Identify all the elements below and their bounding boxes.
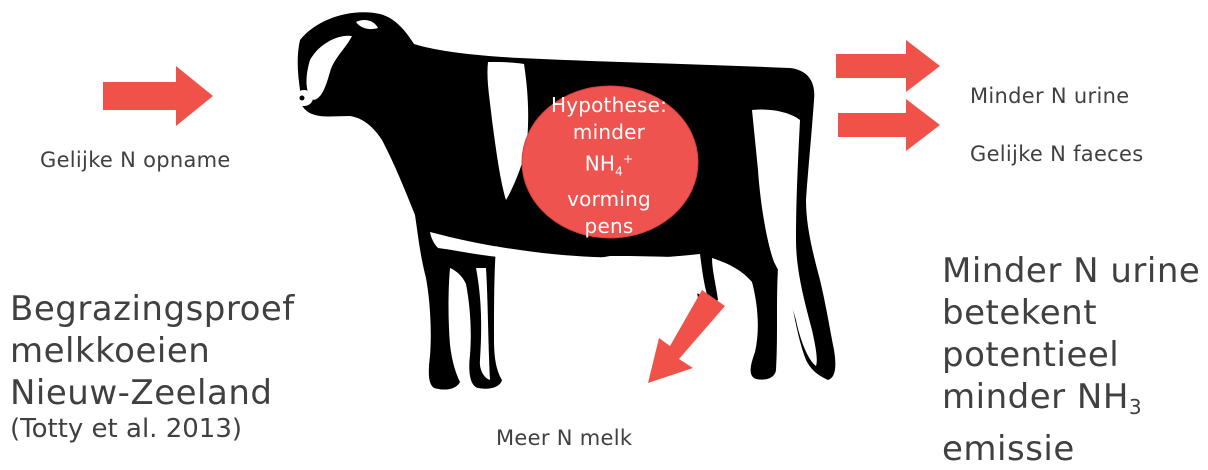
hypothesis-line-3: NH4+ [527, 146, 691, 186]
conclusion-line-5: emissie [942, 428, 1200, 470]
hypothesis-nh: NH [585, 152, 615, 176]
study-reference: (Totty et al. 2013) [10, 414, 295, 444]
conclusion-block: Minder N urine betekent potentieel minde… [942, 250, 1200, 470]
hypothesis-line-5: pens [527, 213, 691, 240]
arrow-right-intake [103, 66, 213, 126]
conclusion-line-4: minder NH3 [942, 376, 1200, 428]
study-line-2: melkkoeien [10, 330, 295, 372]
hypothesis-text: Hypothese: minder NH4+ vorming pens [527, 92, 691, 240]
study-line-1: Begrazingsproef [10, 288, 295, 330]
label-intake: Gelijke N opname [40, 148, 231, 172]
arrow-down-left-milk [648, 290, 725, 383]
hypothesis-line-4: vorming [527, 186, 691, 213]
hypothesis-line-1: Hypothese: [527, 92, 691, 119]
arrow-right-urine [836, 40, 940, 92]
cow-eye [327, 53, 333, 59]
conclusion-nh-sub: 3 [1129, 395, 1142, 419]
conclusion-line-3: potentieel [942, 334, 1200, 376]
conclusion-line-2: betekent [942, 292, 1200, 334]
label-milk: Meer N melk [496, 426, 632, 450]
label-faeces: Gelijke N faeces [970, 142, 1143, 166]
arrow-right-faeces [838, 99, 940, 151]
hypothesis-nh-sup: + [623, 152, 633, 166]
hypothesis-nh-sub: 4 [615, 165, 623, 179]
study-line-3: Nieuw-Zeeland [10, 372, 295, 414]
conclusion-nh: minder NH [942, 377, 1129, 417]
study-block: Begrazingsproef melkkoeien Nieuw-Zeeland… [10, 288, 295, 444]
label-urine: Minder N urine [970, 84, 1129, 108]
hypothesis-line-2: minder [527, 119, 691, 146]
cow-nostril [300, 96, 305, 101]
conclusion-line-1: Minder N urine [942, 250, 1200, 292]
